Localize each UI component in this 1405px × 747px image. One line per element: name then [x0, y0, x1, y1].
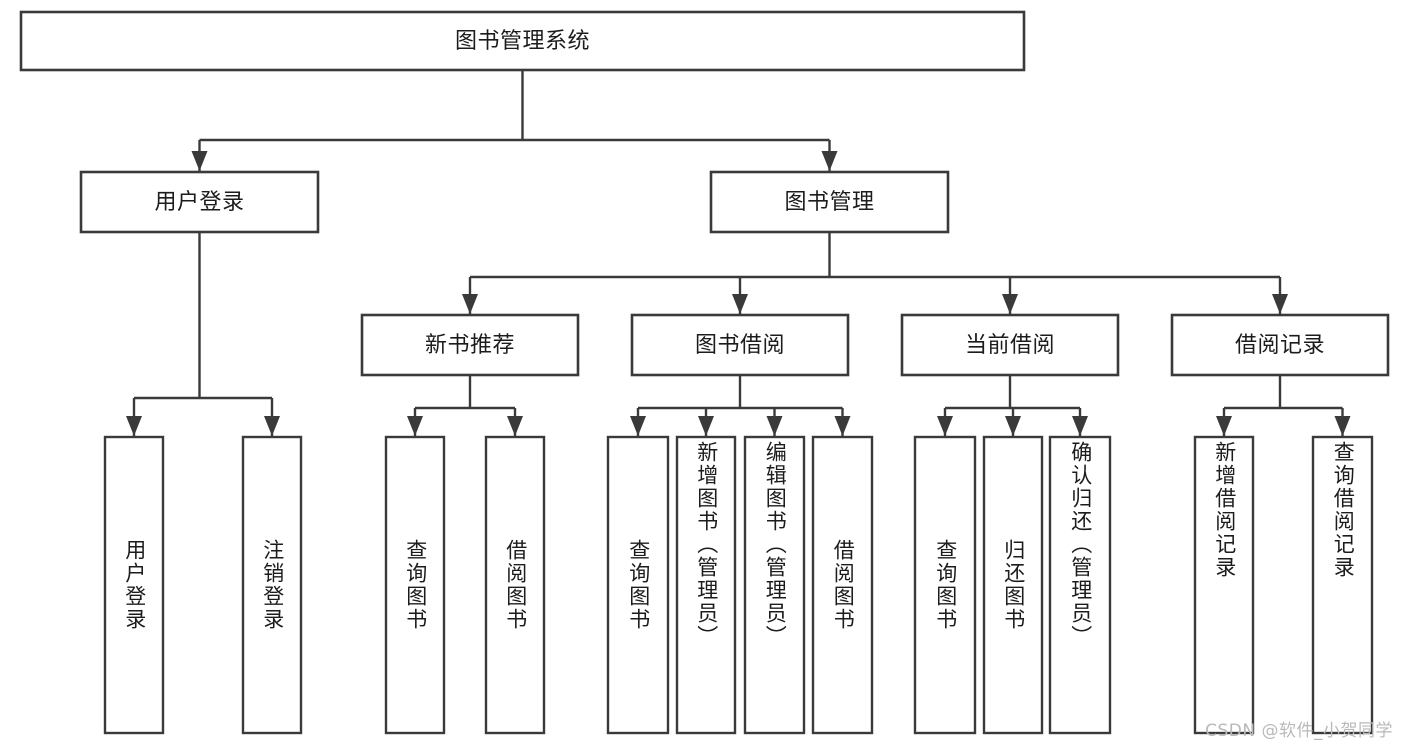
arrow-head-leaf-add-book-admin — [698, 416, 714, 436]
arrow-head-leaf-user-logout — [264, 416, 280, 436]
node-layer — [19, 10, 1390, 735]
node-box-leaf-query-record — [1311, 435, 1374, 735]
arrow-head-leaf-add-record — [1216, 416, 1232, 436]
node-box-book-borrow — [630, 313, 850, 377]
node-box-leaf-return-book — [982, 435, 1044, 735]
arrow-head-leaf-borrow-book-nbr — [507, 416, 523, 436]
node-label-book-manage: 图书管理 — [784, 190, 874, 215]
node-box-leaf-query-book-nbr — [384, 435, 446, 735]
node-box-current-borrow — [900, 313, 1120, 377]
node-box-leaf-query-book-bb — [606, 435, 670, 735]
arrow-head-leaf-borrow-book-bb — [834, 416, 851, 436]
node-box-book-manage — [709, 170, 950, 234]
arrow-head-leaf-user-login — [126, 416, 142, 436]
arrow-head-leaf-edit-book-admin — [766, 416, 783, 436]
node-box-leaf-confirm-return — [1048, 435, 1112, 735]
node-box-leaf-edit-book-admin — [743, 435, 806, 735]
node-box-leaf-user-login — [103, 435, 165, 735]
arrow-head-user-login — [191, 151, 208, 171]
node-box-leaf-borrow-book-bb — [811, 435, 874, 735]
node-box-leaf-borrow-book-nbr — [484, 435, 546, 735]
node-label-user-login: 用户登录 — [154, 190, 244, 215]
node-box-leaf-add-record — [1193, 435, 1255, 735]
arrow-head-leaf-query-book-nbr — [407, 416, 423, 436]
arrow-head-leaf-confirm-return — [1072, 416, 1088, 436]
node-label-new-book-recommend: 新书推荐 — [425, 333, 515, 358]
node-box-borrow-record — [1170, 313, 1390, 377]
arrow-head-leaf-query-book-bb — [630, 416, 646, 436]
node-box-leaf-add-book-admin — [675, 435, 737, 735]
node-label-root: 图书管理系统 — [455, 29, 590, 54]
node-box-new-book-recommend — [360, 313, 580, 377]
node-box-root — [19, 10, 1026, 72]
node-label-borrow-record: 借阅记录 — [1235, 333, 1325, 358]
node-box-leaf-query-book-cb — [913, 435, 977, 735]
arrow-head-leaf-query-book-cb — [937, 416, 953, 436]
node-label-current-borrow: 当前借阅 — [965, 333, 1055, 358]
arrow-head-leaf-return-book — [1005, 416, 1021, 436]
arrow-head-current-borrow — [1002, 294, 1018, 314]
arrow-head-new-book-recommend — [462, 294, 478, 314]
node-box-leaf-user-logout — [241, 435, 303, 735]
arrow-head-leaf-query-record — [1334, 416, 1351, 436]
node-box-user-login — [79, 170, 320, 234]
arrow-head-book-borrow — [732, 294, 748, 314]
connector-layer — [126, 70, 1351, 437]
arrow-head-book-manage — [821, 151, 838, 171]
node-label-book-borrow: 图书借阅 — [695, 333, 785, 358]
arrow-head-borrow-record — [1272, 294, 1288, 314]
